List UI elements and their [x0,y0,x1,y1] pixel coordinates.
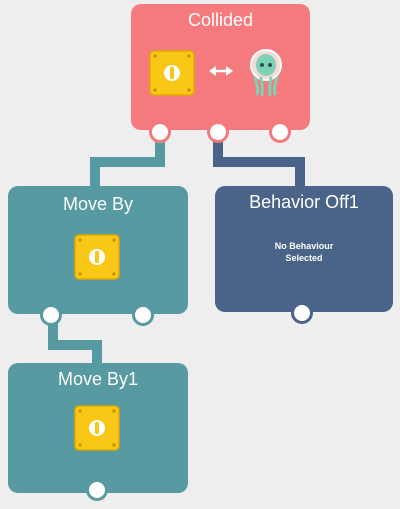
move-by-node[interactable]: Move By [8,186,188,326]
yellow-block-icon [149,50,195,96]
collided-node-title: Collided [187,10,254,30]
yellow-block-icon [74,405,120,451]
yellow-block-icon [74,234,120,280]
connector-moveby-to-moveby1 [48,318,102,365]
collided-output-port-2[interactable] [207,121,229,143]
connector-collided-to-behavioroff [213,135,305,190]
collided-output-port-1[interactable] [149,121,171,143]
no-behaviour-line-1: No Behaviour [274,241,334,251]
move-by1-node[interactable]: Move By1 [8,363,188,501]
move-by1-output-port[interactable] [86,479,108,501]
move-by1-node-title: Move By1 [57,369,139,389]
no-behaviour-message: No Behaviour Selected [215,240,393,264]
no-behaviour-line-2: Selected [285,253,323,263]
behavior-off-output-port[interactable] [291,302,313,324]
behavior-off-node[interactable]: Behavior Off1 No Behaviour Selected [215,186,393,324]
connector-collided-to-moveby [90,135,165,190]
green-octopus-icon [250,49,282,96]
double-arrow-icon [209,66,233,76]
collided-output-port-3[interactable] [269,121,291,143]
move-by-output-port-2[interactable] [132,304,154,326]
behavior-off-node-title: Behavior Off1 [249,192,359,212]
move-by-output-port-1[interactable] [40,304,62,326]
move-by-node-title: Move By [62,194,134,214]
collided-node[interactable]: Collided [131,4,310,143]
